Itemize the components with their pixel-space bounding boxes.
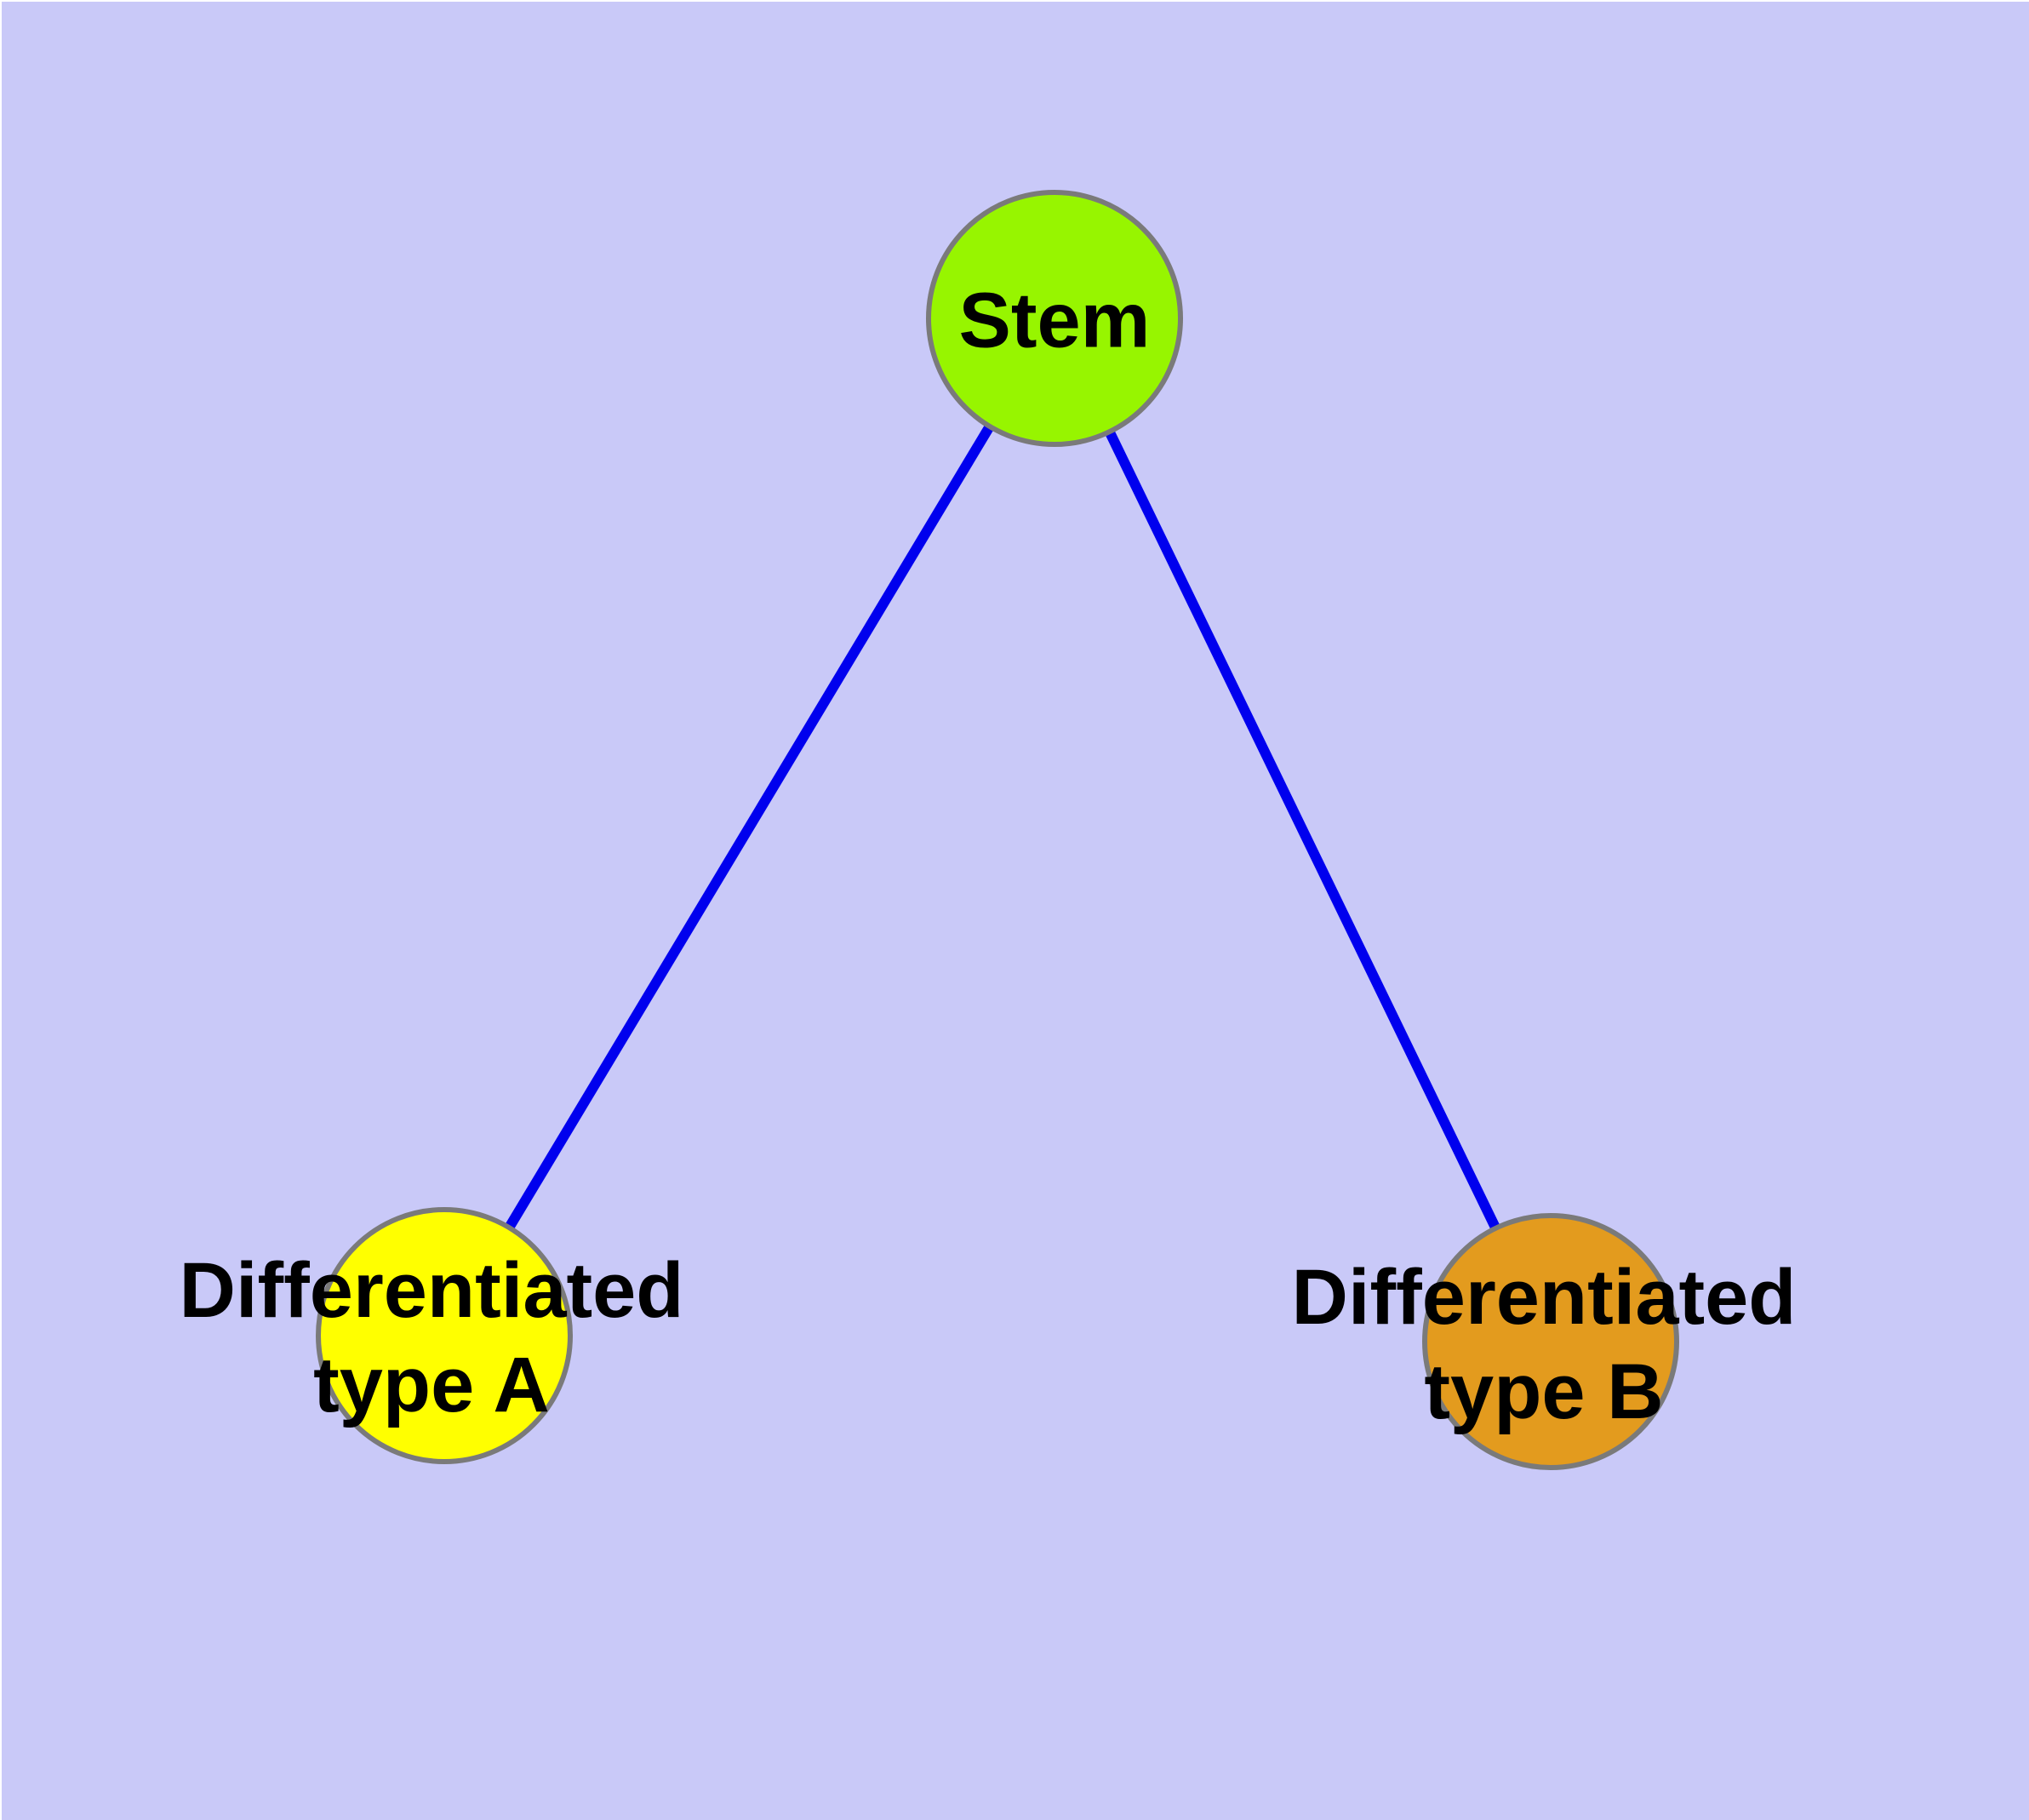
node-type-a-label-line2: type A (313, 1342, 550, 1428)
node-type-a-circle (316, 1207, 573, 1464)
node-type-b-label-line2: type B (1424, 1348, 1664, 1435)
edge-stem-to-type-a (439, 315, 1060, 1339)
edge-stem-to-type-b (1049, 316, 1556, 1344)
node-stem-label: Stem (959, 274, 1151, 369)
node-type-a-label: Differentiated type A (180, 1244, 684, 1433)
node-type-b-label-line1: Differentiated (1291, 1254, 1797, 1341)
node-stem-circle (926, 190, 1183, 447)
node-stem-label-text: Stem (958, 277, 1151, 364)
node-type-a-label-line1: Differentiated (179, 1247, 684, 1334)
node-type-b-label: Differentiated type B (1292, 1251, 1797, 1439)
node-type-b-circle (1422, 1213, 1679, 1470)
